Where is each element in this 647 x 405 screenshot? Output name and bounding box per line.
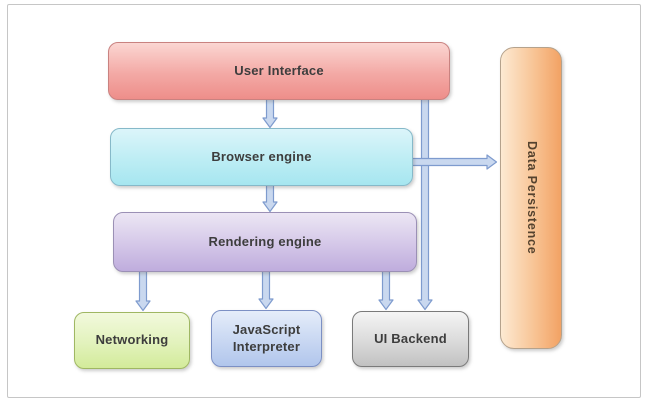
arrow-browser-engine-to-data-persistence: [410, 154, 498, 170]
node-rendering-engine-label: Rendering engine: [208, 233, 322, 249]
arrow-rendering-engine-to-javascript-interpreter: [258, 269, 274, 310]
arrow-rendering-engine-to-ui-backend: [378, 269, 394, 311]
node-networking: Networking: [74, 312, 190, 369]
node-javascript-interpreter: JavaScript Interpreter: [211, 310, 322, 367]
node-rendering-engine: Rendering engine: [113, 212, 417, 272]
node-browser-engine-label: Browser engine: [211, 148, 312, 164]
arrow-rendering-engine-to-networking: [135, 269, 151, 312]
node-user-interface: User Interface: [108, 42, 450, 100]
node-data-persistence: Data Persistence: [500, 47, 562, 349]
node-javascript-interpreter-label: JavaScript Interpreter: [232, 322, 301, 354]
node-ui-backend: UI Backend: [352, 311, 469, 367]
arrow-browser-engine-to-rendering-engine: [262, 183, 278, 213]
arrow-user-interface-to-ui-backend: [417, 97, 433, 311]
node-browser-engine: Browser engine: [110, 128, 413, 186]
node-networking-label: Networking: [95, 332, 169, 348]
node-data-persistence-label: Data Persistence: [524, 141, 539, 255]
node-user-interface-label: User Interface: [234, 62, 324, 78]
node-ui-backend-label: UI Backend: [374, 330, 447, 346]
arrow-user-interface-to-browser-engine: [262, 97, 278, 129]
